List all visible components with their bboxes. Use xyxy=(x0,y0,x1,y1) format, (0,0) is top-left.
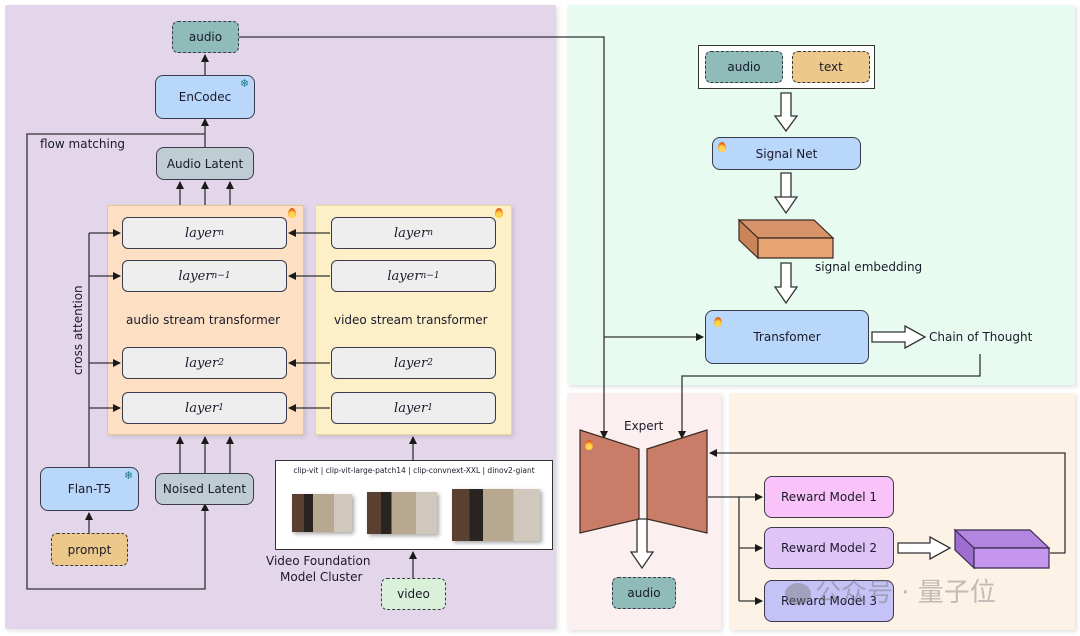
reward-model-2: Reward Model 2 xyxy=(764,527,894,569)
fire-icon xyxy=(714,317,722,327)
audio-stream-label: audio stream transformer xyxy=(126,313,281,327)
layer-sub: n xyxy=(427,228,433,238)
snowflake-icon: ❄ xyxy=(239,77,250,90)
signal-net-box: Signal Net xyxy=(712,137,861,170)
layer-sub: 1 xyxy=(218,403,224,413)
vfm-cluster-box: clip-vit | clip-vit-large-patch14 | clip… xyxy=(275,460,553,550)
fire-icon xyxy=(495,208,503,218)
watermark-text: 公众号 · 量子位 xyxy=(815,578,996,608)
input-audio-label: audio xyxy=(727,60,761,74)
vfm-label-line1: Video Foundation xyxy=(266,554,371,568)
vfm-label-line2: Model Cluster xyxy=(280,570,363,584)
input-text-label: text xyxy=(819,60,843,74)
layer-sub: n xyxy=(218,228,224,238)
fire-icon xyxy=(585,440,593,450)
encodec-box: EnCodec ❄ xyxy=(155,75,255,119)
reward-model-3: Reward Model 3 xyxy=(764,580,894,622)
noised-latent-box: Noised Latent xyxy=(155,473,254,505)
prompt-label: prompt xyxy=(67,542,112,557)
noised-latent-label: Noised Latent xyxy=(162,482,247,496)
video-input-box: video xyxy=(381,578,446,610)
input-text-box: text xyxy=(792,51,870,83)
layer-sub: n−1 xyxy=(211,271,231,281)
wechat-icon xyxy=(785,582,811,605)
reward-model-1-label: Reward Model 1 xyxy=(781,490,877,504)
video-frame-thumbnail xyxy=(292,494,352,532)
flan-t5-label: Flan-T5 xyxy=(67,482,112,496)
layer-base: layer xyxy=(394,225,428,241)
layer-base: layer xyxy=(394,355,428,371)
vfm-models-label: clip-vit | clip-vit-large-patch14 | clip… xyxy=(293,466,535,475)
layer-base: layer xyxy=(387,268,421,284)
transformer-label: Transfomer xyxy=(753,330,821,344)
cross-attention-label: cross attention xyxy=(71,285,85,375)
chain-of-thought-label: Chain of Thought xyxy=(929,330,1033,344)
layer-sub: 2 xyxy=(427,358,433,368)
watermark: 公众号 · 量子位 xyxy=(785,572,996,609)
reward-model-2-label: Reward Model 2 xyxy=(781,541,877,555)
expert-label: Expert xyxy=(624,419,664,433)
layer-base: layer xyxy=(185,355,219,371)
flow-matching-label: flow matching xyxy=(40,137,126,151)
layer-base: layer xyxy=(185,400,219,416)
reward-model-3-label: Reward Model 3 xyxy=(781,594,877,608)
audio-latent-label: Audio Latent xyxy=(166,156,244,171)
video-stream-label: video stream transformer xyxy=(334,313,488,327)
transformer-box: Transfomer xyxy=(705,310,869,364)
reward-model-1: Reward Model 1 xyxy=(764,476,894,518)
video-frame-thumbnail xyxy=(367,492,437,534)
layer-base: layer xyxy=(394,400,428,416)
audio-output-box: audio xyxy=(172,21,239,53)
layer-sub: n−1 xyxy=(420,271,440,281)
flan-t5-box: Flan-T5 ❄ xyxy=(40,467,139,511)
video-input-label: video xyxy=(397,587,430,601)
input-audio-box: audio xyxy=(705,51,783,83)
expert-audio-out-label: audio xyxy=(627,586,661,600)
fire-icon xyxy=(718,142,726,152)
video-frame-thumbnail xyxy=(452,489,540,541)
audio-latent-box: Audio Latent xyxy=(156,147,254,180)
snowflake-icon: ❄ xyxy=(123,469,134,482)
signal-net-label: Signal Net xyxy=(755,146,818,161)
signal-embedding-label: signal embedding xyxy=(815,260,923,274)
layer-base: layer xyxy=(178,268,212,284)
layer-sub: 2 xyxy=(218,358,224,368)
fire-icon xyxy=(288,208,296,218)
audio-output-label: audio xyxy=(188,30,223,44)
layer-base: layer xyxy=(185,225,219,241)
layer-sub: 1 xyxy=(427,403,433,413)
prompt-box: prompt xyxy=(51,533,128,566)
encodec-label: EnCodec xyxy=(178,90,232,104)
expert-audio-out-box: audio xyxy=(612,577,676,609)
